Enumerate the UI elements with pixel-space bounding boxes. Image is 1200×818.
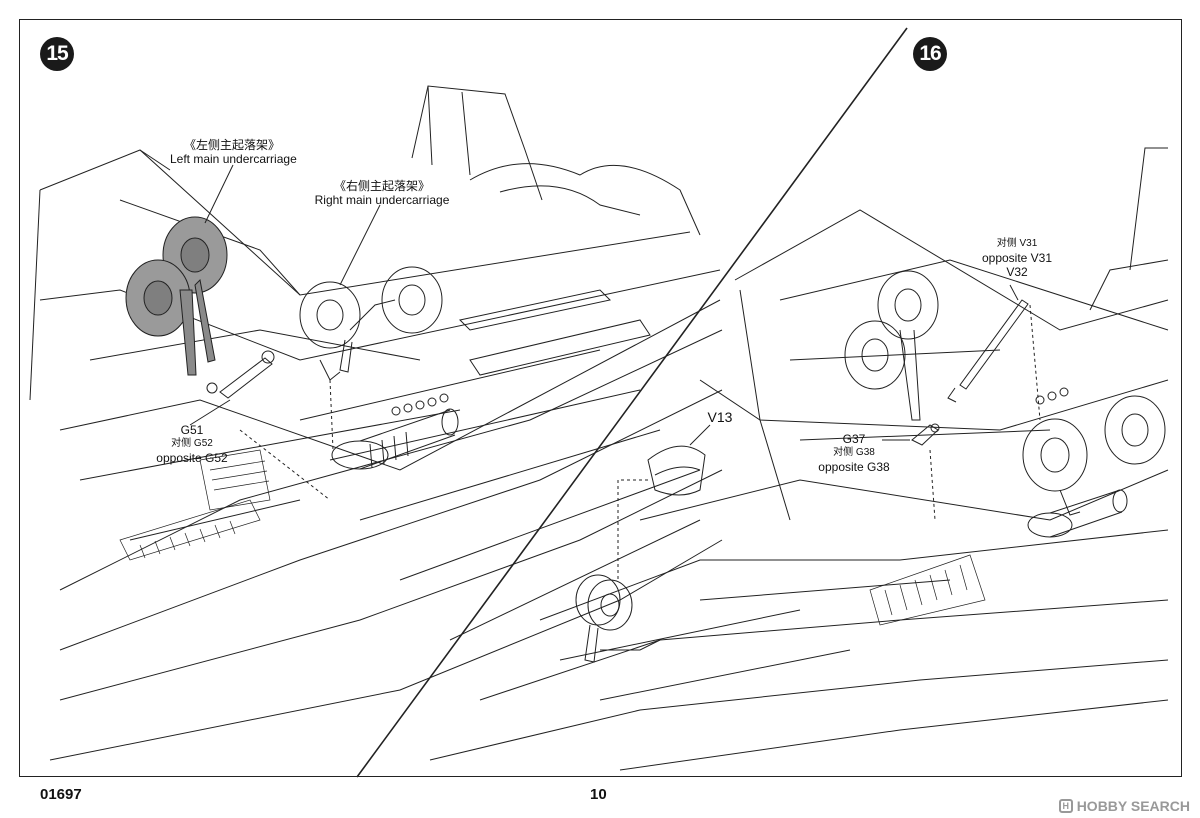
nose-gear	[575, 574, 661, 663]
step16-right-main-wheels	[1022, 395, 1166, 516]
v13-label: V13	[707, 409, 733, 425]
step15-aircraft	[29, 85, 723, 761]
g52-en-label: opposite G52	[156, 451, 228, 465]
hobby-search-watermark: H HOBBY SEARCH	[1058, 798, 1190, 814]
step-16-number: 16	[919, 42, 941, 65]
left-main-cn-label: 《左侧主起落架》	[183, 138, 280, 152]
left-main-undercarriage-part	[125, 216, 228, 376]
leader-right-main	[339, 204, 381, 286]
g51-callout: G51 对侧 G52 opposite G52	[150, 423, 234, 465]
leader-left-main	[204, 164, 234, 224]
step-16-badge: 16	[913, 37, 947, 71]
v31-en-label: opposite V31	[981, 251, 1053, 265]
g38-cn-label: 对侧 G38	[833, 447, 875, 458]
right-main-undercarriage-callout: 《右侧主起落架》 Right main undercarriage	[312, 179, 452, 207]
step-15-badge: 15	[40, 37, 74, 71]
right-main-en-label: Right main undercarriage	[314, 193, 450, 207]
page-frame	[19, 19, 1182, 777]
left-main-en-label: Left main undercarriage	[170, 152, 297, 166]
watermark-text: HOBBY SEARCH	[1076, 798, 1190, 814]
g51-label: G51	[180, 423, 204, 437]
part-v32	[947, 299, 1029, 403]
g38-en-label: opposite G38	[818, 460, 890, 474]
part-g37	[911, 423, 940, 446]
page-number: 10	[590, 786, 607, 803]
v31-cn-label: 对侧 V31	[996, 238, 1038, 249]
step16-aircraft	[429, 147, 1169, 771]
g52-cn-label: 对侧 G52	[171, 438, 213, 449]
g37-label: G37	[842, 432, 866, 446]
right-main-cn-label: 《右侧主起落架》	[333, 179, 430, 193]
step-divider-line	[356, 27, 908, 778]
right-main-undercarriage-part	[299, 266, 443, 381]
part-v13	[647, 445, 706, 496]
hobby-search-logo-icon: H	[1058, 799, 1073, 813]
v32-callout: 对侧 V31 opposite V31 V32	[972, 237, 1062, 279]
left-main-undercarriage-callout: 《左侧主起落架》 Left main undercarriage	[170, 138, 297, 166]
part-g51	[206, 350, 275, 399]
step16-left-main-wheels	[844, 270, 939, 421]
product-code: 01697	[40, 786, 82, 803]
v32-label: V32	[1006, 265, 1028, 279]
step-15-number: 15	[46, 42, 68, 65]
g37-callout: G37 对侧 G38 opposite G38	[814, 432, 894, 474]
